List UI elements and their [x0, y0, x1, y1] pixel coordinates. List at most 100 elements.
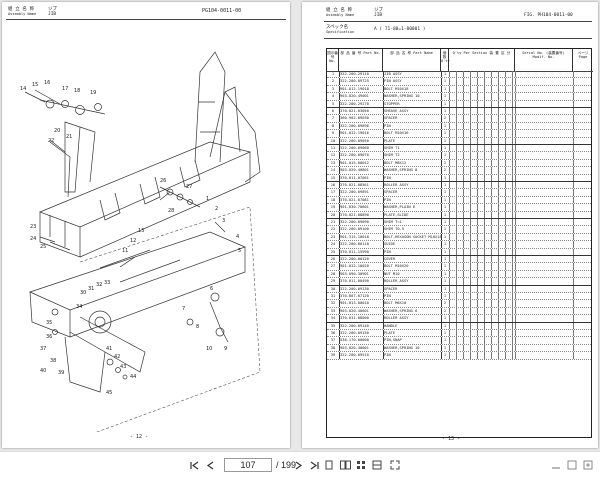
- column-divider: [449, 322, 450, 329]
- table-cell-no: 16: [330, 183, 336, 187]
- column-divider: [383, 130, 384, 137]
- column-divider: [573, 248, 574, 255]
- table-cell-name: SHIM T2: [384, 153, 400, 158]
- column-divider: [456, 159, 457, 167]
- column-divider: [512, 108, 513, 115]
- zoom-in-icon[interactable]: [582, 458, 594, 472]
- column-divider: [463, 241, 464, 248]
- svg-text:45: 45: [106, 390, 112, 396]
- single-page-view-icon[interactable]: [322, 458, 336, 472]
- column-divider: [498, 285, 499, 292]
- table-cell-no: 3: [331, 86, 335, 91]
- column-divider: [484, 256, 485, 263]
- table-cell-part: 903-020-40601: [340, 308, 369, 313]
- table-cell-name: ROLLER ASSY: [384, 183, 409, 187]
- column-divider: [470, 263, 471, 270]
- grid-view-icon[interactable]: [354, 458, 368, 472]
- column-divider: [463, 152, 464, 159]
- assembly-label-jp: 組 立 名 称: [8, 7, 35, 12]
- table-cell-part: 322-200-09130: [340, 286, 369, 291]
- column-divider: [512, 122, 513, 130]
- column-divider: [339, 78, 340, 85]
- column-divider: [463, 322, 464, 329]
- column-divider: [498, 159, 499, 167]
- column-divider: [339, 137, 340, 144]
- page-number-input[interactable]: 107: [224, 458, 272, 472]
- column-divider: [573, 233, 574, 241]
- column-divider: [449, 182, 450, 189]
- column-divider: [470, 71, 471, 78]
- column-divider: [505, 270, 506, 278]
- column-divider: [498, 108, 499, 115]
- fullscreen-icon[interactable]: [388, 458, 402, 472]
- column-divider: [477, 300, 478, 307]
- column-divider: [477, 137, 478, 144]
- column-divider: [463, 85, 464, 93]
- table-cell-no: 20: [330, 212, 336, 217]
- table-cell-qty: 1: [443, 323, 447, 328]
- column-divider: [484, 189, 485, 196]
- column-divider: [477, 352, 478, 359]
- column-divider: [484, 167, 485, 174]
- zoom-fit-icon[interactable]: [566, 458, 578, 472]
- column-divider: [456, 307, 457, 315]
- header-rule: [324, 21, 592, 22]
- column-divider: [456, 93, 457, 100]
- column-divider: [449, 159, 450, 167]
- table-cell-qty: 1: [443, 175, 447, 180]
- column-divider: [383, 315, 384, 322]
- column-divider: [573, 352, 574, 359]
- column-divider: [498, 322, 499, 329]
- svg-text:24: 24: [30, 236, 36, 242]
- column-divider: [449, 152, 450, 159]
- column-divider: [463, 263, 464, 270]
- zoom-out-icon[interactable]: [550, 458, 562, 472]
- column-divider: [339, 219, 340, 226]
- table-cell-qty: 1: [443, 131, 447, 136]
- column-divider: [573, 167, 574, 174]
- table-cell-qty: 2: [443, 116, 447, 121]
- table-cell-no: 38: [330, 345, 336, 350]
- column-divider: [491, 263, 492, 270]
- table-cell-qty: 1: [443, 279, 447, 284]
- svg-text:26: 26: [160, 178, 166, 184]
- column-divider: [477, 293, 478, 300]
- svg-text:3: 3: [222, 218, 225, 224]
- next-page-icon[interactable]: [292, 458, 304, 472]
- table-cell-name: SHIM T=1: [384, 220, 402, 224]
- table-cell-name: SPACER: [384, 190, 398, 195]
- column-divider: [441, 352, 442, 359]
- column-divider: [456, 85, 457, 93]
- column-divider: [505, 322, 506, 329]
- column-divider: [449, 122, 450, 130]
- column-divider: [512, 85, 513, 93]
- last-page-icon[interactable]: [308, 458, 320, 472]
- column-divider: [498, 300, 499, 307]
- column-divider: [441, 233, 442, 241]
- table-cell-no: 24: [330, 242, 336, 247]
- column-divider: [463, 71, 464, 78]
- assembly-value-en: JIB: [48, 12, 57, 17]
- first-page-icon[interactable]: [188, 458, 200, 472]
- thumbnail-view-icon[interactable]: [370, 458, 384, 472]
- table-cell-no: 9: [331, 131, 335, 136]
- column-divider: [463, 270, 464, 278]
- document-viewport[interactable]: 組 立 名 称 Assembly Name ジブ JIB PG104-0011-…: [0, 0, 600, 451]
- table-cell-no: 19: [330, 205, 336, 210]
- column-divider: [505, 145, 506, 152]
- column-divider: [512, 71, 513, 78]
- column-divider: [505, 137, 506, 144]
- table-cell-no: 34: [330, 316, 336, 321]
- svg-text:38: 38: [50, 358, 56, 364]
- column-divider: [441, 330, 442, 337]
- column-divider: [441, 204, 442, 211]
- column-divider: [441, 322, 442, 329]
- column-divider: [339, 337, 340, 344]
- column-divider: [339, 293, 340, 300]
- column-divider: [470, 189, 471, 196]
- two-page-view-icon[interactable]: [338, 458, 352, 472]
- svg-text:23: 23: [30, 224, 36, 230]
- prev-page-icon[interactable]: [204, 458, 216, 472]
